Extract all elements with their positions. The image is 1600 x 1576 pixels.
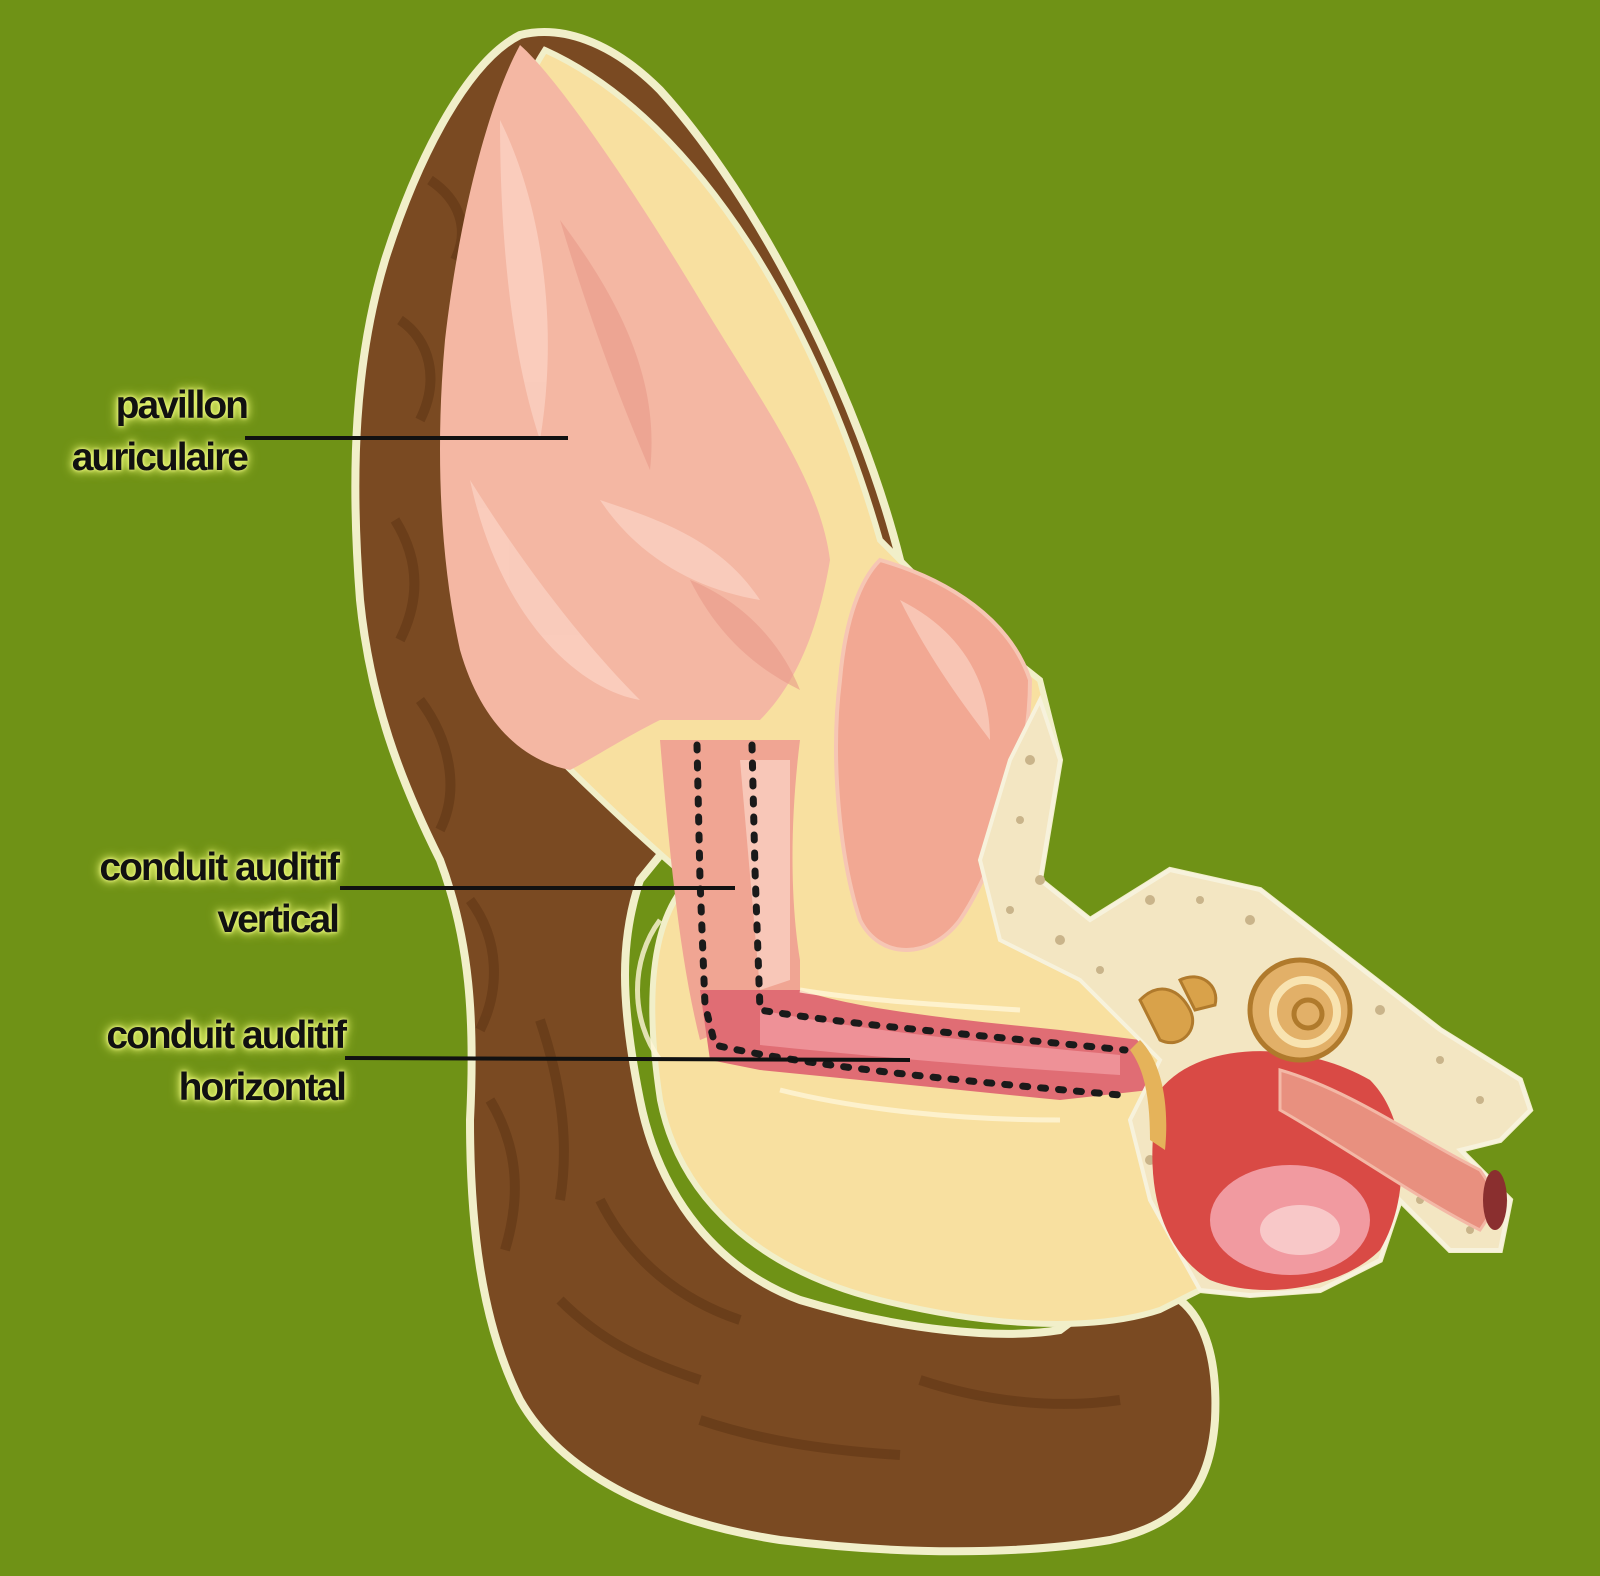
- leader-lines: [245, 436, 911, 1062]
- ossicles: [1138, 975, 1218, 1045]
- pinna-shadows: [560, 220, 800, 690]
- label-pinna-line1: pavillon: [115, 384, 249, 427]
- bulla-shine: [1260, 1205, 1340, 1255]
- label-conduit-auditif-horizontal: conduit auditif horizontal: [106, 1010, 347, 1114]
- label-pinna-line2: auriculaire: [71, 436, 249, 479]
- eustachian-tube-opening: [1483, 1170, 1507, 1230]
- label-pavillon-auriculaire: pavillon auriculaire: [71, 380, 249, 484]
- cartilage-lines: [635, 918, 1061, 1123]
- label-vertical-canal-line2: vertical: [217, 898, 340, 941]
- horizontal-canal-lumen: [760, 1010, 1120, 1075]
- leader-line-horizontal-canal: [344, 1056, 911, 1062]
- label-horizontal-canal-line2: horizontal: [178, 1066, 347, 1109]
- fur-texture: [390, 175, 1121, 1460]
- label-vertical-canal-line1: conduit auditif: [99, 846, 340, 889]
- canal-dotted-outline: [693, 741, 1129, 1099]
- pinna-highlights: [470, 120, 760, 700]
- tympanic-membrane: [1130, 1040, 1167, 1150]
- tragus-highlight: [900, 600, 990, 740]
- label-conduit-auditif-vertical: conduit auditif vertical: [99, 842, 340, 946]
- cochlea: [1247, 957, 1353, 1063]
- label-horizontal-canal-line1: conduit auditif: [106, 1014, 347, 1057]
